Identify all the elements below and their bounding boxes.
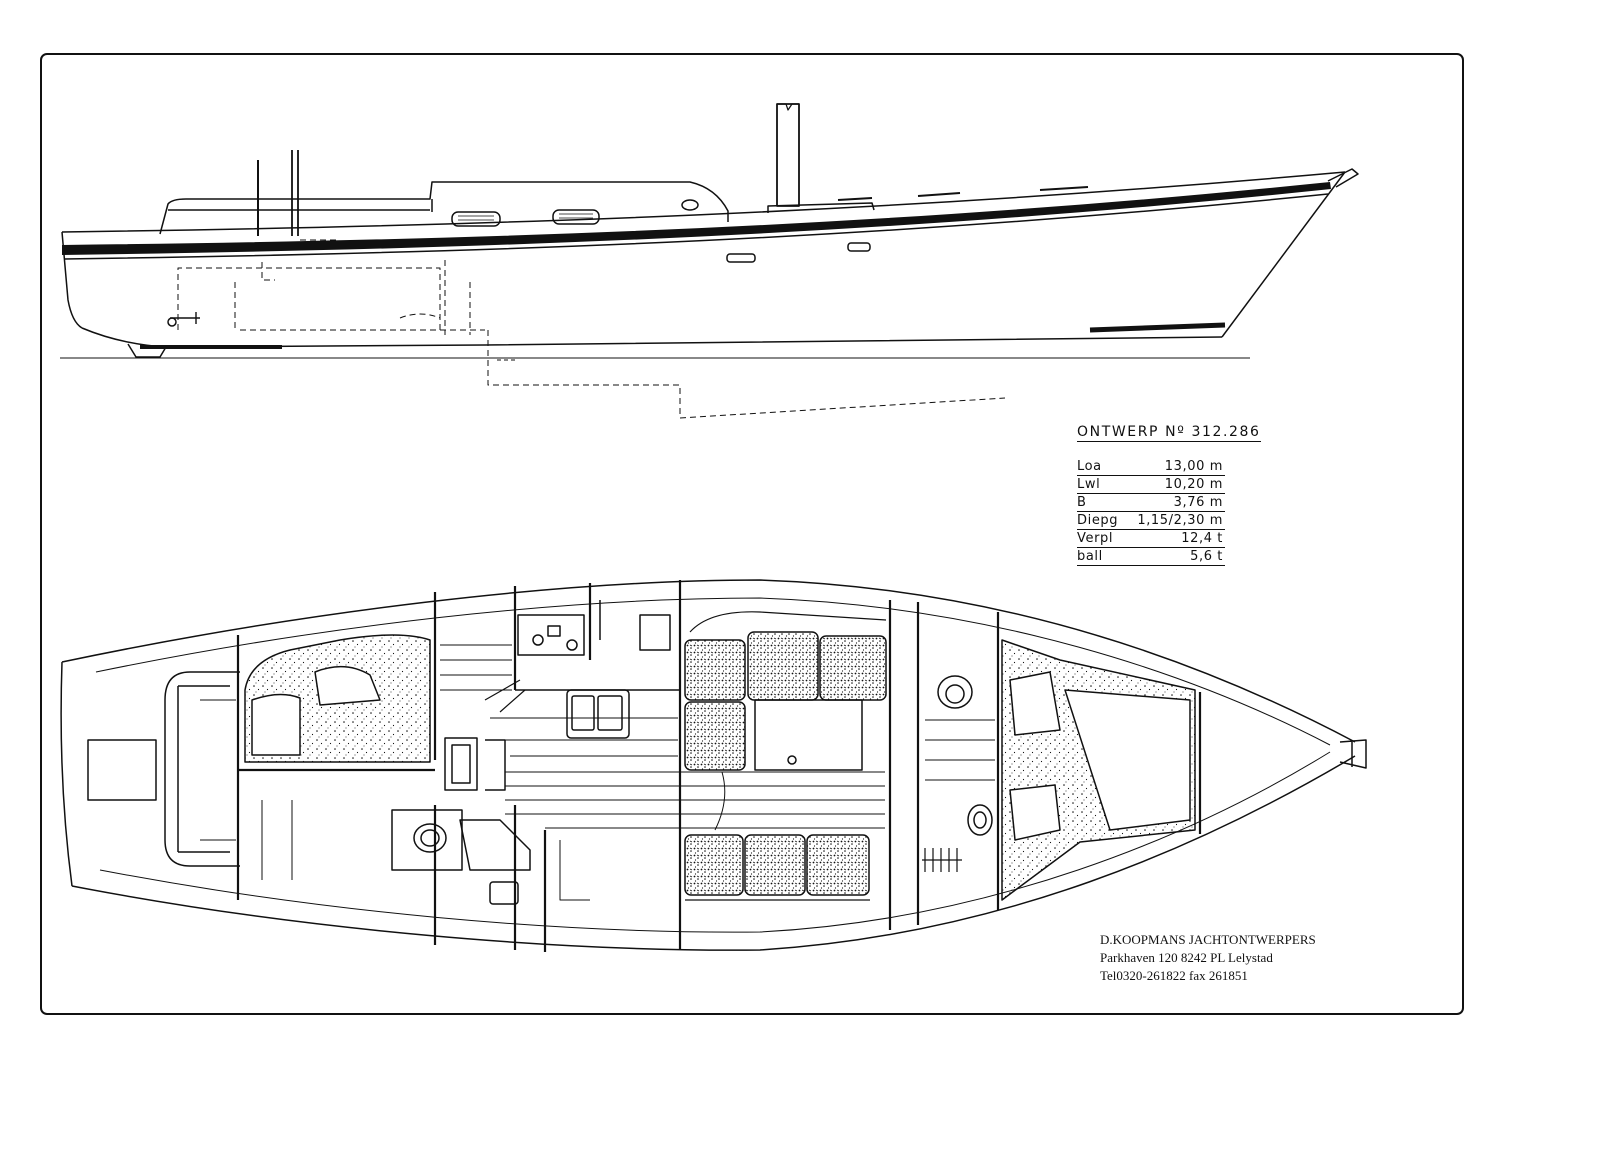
hull-porthole (847, 242, 871, 252)
design-number-title: ONTWERP Nº 312.286 (1077, 424, 1261, 442)
cockpit-lines (200, 699, 293, 880)
v-berth-cushion (1064, 689, 1191, 831)
spec-value: 1,15/2,30 m (1124, 511, 1225, 530)
spec-value: 13,00 m (1124, 458, 1225, 476)
rubbing-strake (62, 182, 1331, 255)
sheet-frame (40, 53, 1464, 1015)
cockpit-seat (177, 685, 230, 853)
side-profile-drawing (60, 103, 1359, 419)
v-berth-cushion (1009, 671, 1061, 736)
hull-side-line (63, 193, 1329, 260)
galley-counter (515, 600, 680, 691)
companionway-step (484, 679, 526, 713)
keel-outline (487, 330, 1006, 419)
spec-label: Lwl (1077, 475, 1125, 494)
saloon-table-post (787, 755, 797, 765)
engine-detail (167, 317, 177, 327)
spec-label: Verpl (1077, 529, 1125, 548)
boot-stripe-forward (1089, 322, 1226, 333)
spec-row: Diepg 1,15/2,30 m (1077, 511, 1225, 530)
coachroof (159, 181, 729, 235)
deckhouse-window (451, 211, 501, 227)
mast (776, 103, 800, 207)
designer-block: D.KOOPMANS JACHTONTWERPERS Parkhaven 120… (1100, 931, 1316, 985)
specifications-table: Loa 13,00 m Lwl 10,20 m B 3,76 m Diepg 1… (1077, 458, 1225, 566)
aft-head (391, 809, 531, 905)
saloon-settee-starboard (684, 834, 870, 896)
spec-label: Diepg (1077, 511, 1125, 530)
nav-station (444, 737, 506, 791)
coachroof-lower-edge (168, 199, 433, 212)
deckhouse-porthole (681, 199, 699, 211)
spec-value: 5,6 t (1124, 547, 1225, 566)
forward-head (937, 675, 993, 836)
designer-address: Parkhaven 120 8242 PL Lelystad (1100, 950, 1273, 965)
spec-row: B 3,76 m (1077, 493, 1225, 512)
mast-head (777, 103, 799, 111)
saloon-table (754, 699, 863, 771)
bow-fitting (1327, 168, 1359, 188)
spec-value: 10,20 m (1124, 475, 1225, 494)
hull-outline (60, 579, 1356, 951)
designer-contact: Tel0320-261822 fax 261851 (1100, 968, 1248, 983)
spec-label: Loa (1077, 458, 1125, 476)
spec-row: Loa 13,00 m (1077, 458, 1225, 476)
rudder (127, 343, 167, 358)
window-bars (458, 213, 593, 221)
galley-sink (566, 689, 630, 739)
spec-label: ball (1077, 547, 1125, 566)
designer-name: D.KOOPMANS JACHTONTWERPERS (1100, 932, 1316, 947)
accommodation-plan-drawing (60, 579, 1367, 952)
interior-dashed-outline (177, 239, 485, 335)
helm-platform (87, 739, 157, 801)
bow-fitting (1339, 739, 1367, 769)
bulkheads (236, 580, 1202, 952)
spec-value: 3,76 m (1124, 493, 1225, 512)
hull-porthole (726, 253, 756, 263)
deck-fitting (837, 186, 1089, 201)
galley-stove (517, 614, 585, 656)
v-berth-cushion (1009, 784, 1061, 841)
aft-cabin-cushion (314, 666, 381, 706)
foredeck-hatch (767, 202, 875, 213)
cockpit-coaming (164, 671, 240, 867)
hanging-locker (922, 848, 962, 872)
cabin-sole-planking (440, 644, 995, 829)
settee-backrest (689, 611, 887, 633)
spec-value: 12,4 t (1124, 529, 1225, 548)
sheer-line (61, 171, 1346, 233)
deckhouse-window (552, 209, 600, 225)
door-swing (559, 771, 726, 901)
transom (61, 231, 83, 329)
aft-cabin-cushion (251, 693, 301, 756)
saloon-settee-port (684, 631, 887, 771)
hull-bottom (81, 327, 1223, 348)
engine-detail (170, 312, 200, 324)
spec-label: B (1077, 493, 1125, 512)
spec-row: Verpl 12,4 t (1077, 529, 1225, 548)
stem (1221, 171, 1346, 338)
spec-row: Lwl 10,20 m (1077, 475, 1225, 494)
spec-row: ball 5,6 t (1077, 547, 1225, 566)
